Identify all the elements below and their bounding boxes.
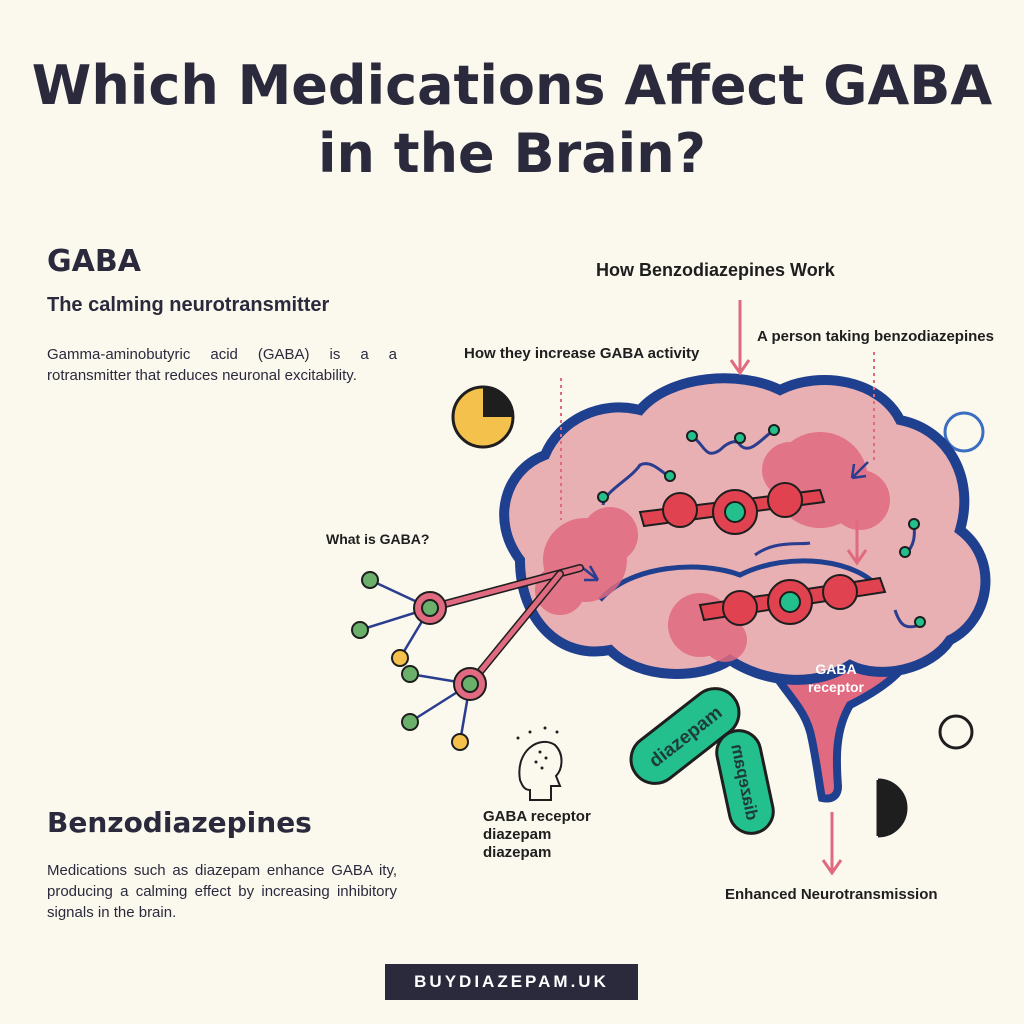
brand-badge: BUYDIAZEPAM.UK [385, 964, 638, 1000]
what-is-gaba-label: What is GABA? [326, 531, 430, 547]
brainstem-label: receptor [808, 679, 865, 695]
receptor-chain-upper [638, 482, 826, 535]
arrow-down-icon [729, 300, 868, 876]
receptor-stack-line: diazepam [483, 844, 552, 861]
receptor-stack-label: GABA receptor diazepam diazepam [483, 808, 591, 862]
gaba-subheading: The calming neurotransmitter [47, 294, 330, 316]
person-taking-label: A person taking benzodiazepines [757, 328, 994, 345]
pie-chart-icon [451, 385, 515, 449]
gaba-description: Gamma-aminobutyric acid (GABA) is a a ro… [47, 346, 397, 384]
pointer-lines [560, 352, 875, 520]
receptor-stack-line: GABA receptor [483, 808, 591, 825]
head-icon [516, 726, 563, 801]
ring-icon [938, 714, 974, 750]
receptor-chain-lower [698, 574, 887, 626]
enhanced-neurotransmission-label: Enhanced Neurotransmission [725, 886, 938, 903]
gaba-heading: GABA [47, 244, 141, 279]
brain-fold [598, 558, 883, 602]
page-title: Which Medications Affect GABA in the Bra… [31, 54, 993, 185]
receptor-stack-line: diazepam [483, 826, 552, 843]
gaba-neurons [351, 564, 584, 751]
benzodiazepines-description: Medications such as diazepam enhance GAB… [47, 862, 397, 921]
increase-gaba-label: How they increase GABA activity [464, 345, 700, 362]
neuron-squiggles [601, 428, 921, 629]
how-benzodiazepines-work-label: How Benzodiazepines Work [596, 260, 835, 280]
half-circle-icon [876, 778, 908, 838]
brain-spots [535, 432, 890, 662]
brain-arrows [582, 461, 869, 582]
brainstem-label: GABA [815, 661, 856, 677]
benzodiazepines-heading: Benzodiazepines [47, 806, 312, 839]
pill-diazepam: diazepam [715, 729, 775, 835]
neuron-dots [597, 424, 926, 628]
ring-icon [943, 411, 985, 453]
